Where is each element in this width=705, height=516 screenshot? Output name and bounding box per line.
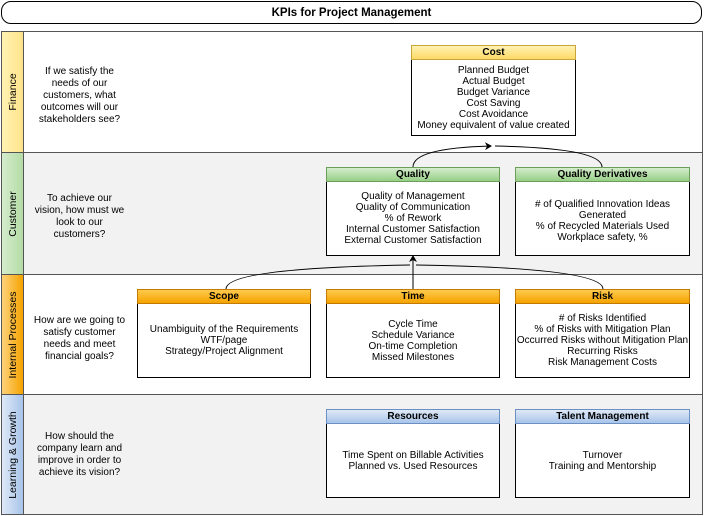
kpi-item: Cost Saving xyxy=(466,97,521,109)
kpi-item: External Customer Satisfaction xyxy=(344,235,482,246)
kpi-item: WTF/page xyxy=(200,335,248,346)
box-risk-items: # of Risks Identified % of Risks with Mi… xyxy=(516,304,689,377)
kpi-item: Risk Management Costs xyxy=(548,357,657,368)
kpi-item: Planned Budget xyxy=(457,64,530,76)
kpi-item: # of Qualified Innovation Ideas Generate… xyxy=(534,199,671,221)
box-talent-management: Talent Management Turnover Training and … xyxy=(515,409,690,498)
kpi-item: % of Recycled Materials Used xyxy=(535,221,670,232)
box-resources: Resources Time Spent on Billable Activit… xyxy=(326,409,500,498)
box-scope: Scope Unambiguity of the Requirements WT… xyxy=(137,289,311,378)
box-time-title: Time xyxy=(326,289,500,304)
kpi-item: # of Risks Identified xyxy=(558,313,647,324)
box-cost: Cost Planned Budget Actual Budget Budget… xyxy=(411,45,576,136)
kpi-item: Quality of Communication xyxy=(355,202,471,213)
box-quality-derivatives-title: Quality Derivatives xyxy=(515,167,690,182)
lane-question-internal-processes: How are we going to satisfy customer nee… xyxy=(33,315,126,362)
box-quality: Quality Quality of Management Quality of… xyxy=(326,167,500,256)
diagram-title: KPIs for Project Management xyxy=(1,1,702,24)
lane-question-finance: If we satisfy the needs of our customers… xyxy=(38,66,121,125)
kpi-item: Actual Budget xyxy=(462,75,525,87)
kpi-item: Workplace safety, % xyxy=(557,232,648,243)
box-cost-items: Planned Budget Actual Budget Budget Vari… xyxy=(412,60,575,135)
kpi-item: % of Rework xyxy=(384,213,442,224)
kpi-item: Budget Variance xyxy=(456,86,531,98)
kpi-item: Quality of Management xyxy=(361,191,465,202)
box-quality-items: Quality of Management Quality of Communi… xyxy=(327,182,499,255)
kpi-item: Unambiguity of the Requirements xyxy=(149,324,299,335)
box-scope-items: Unambiguity of the Requirements WTF/page… xyxy=(138,304,310,377)
kpi-item: Missed Milestones xyxy=(371,351,455,363)
kpi-item: Strategy/Project Alignment xyxy=(165,346,283,357)
kpi-item: % of Risks with Mitigation Plan xyxy=(534,324,671,335)
lane-question-learning-growth: How should the company learn and improve… xyxy=(36,431,123,478)
lane-finance: Finance If we satisfy the needs of our c… xyxy=(2,32,702,152)
lane-question-customer: To achieve our vision, how must we look … xyxy=(34,193,125,240)
box-time: Time Cycle Time Schedule Variance On-tim… xyxy=(326,289,500,378)
kpi-item: Money equivalent of value created xyxy=(417,119,570,131)
box-resources-title: Resources xyxy=(326,409,500,424)
box-time-items: Cycle Time Schedule Variance On-time Com… xyxy=(327,304,499,377)
kpi-item: Planned vs. Used Resources xyxy=(348,460,478,472)
box-risk: Risk # of Risks Identified % of Risks wi… xyxy=(515,289,690,378)
kpi-item: Cost Avoidance xyxy=(458,108,529,120)
kpi-item: On-time Completion xyxy=(368,340,458,352)
lane-label-customer: Customer xyxy=(2,153,24,274)
box-quality-derivatives-items: # of Qualified Innovation Ideas Generate… xyxy=(516,182,689,255)
lane-label-internal-processes: Internal Processes xyxy=(2,275,24,394)
box-cost-title: Cost xyxy=(411,45,576,60)
box-quality-title: Quality xyxy=(326,167,500,182)
kpi-item: Turnover xyxy=(582,449,623,461)
box-talent-management-items: Turnover Training and Mentorship xyxy=(516,424,689,497)
kpi-item: Training and Mentorship xyxy=(548,460,657,472)
box-resources-items: Time Spent on Billable Activities Planne… xyxy=(327,424,499,497)
lane-label-learning-growth: Learning & Growth xyxy=(2,395,24,514)
kpi-item: Schedule Variance xyxy=(371,329,455,341)
lane-label-finance: Finance xyxy=(2,32,24,152)
kpi-item: Occurred Risks without Mitigation Plan xyxy=(516,335,689,346)
kpi-item: Cycle Time xyxy=(388,318,438,330)
kpi-item: Time Spent on Billable Activities xyxy=(342,449,484,461)
kpi-item: Internal Customer Satisfaction xyxy=(346,224,480,235)
box-quality-derivatives: Quality Derivatives # of Qualified Innov… xyxy=(515,167,690,256)
kpi-item: Recurring Risks xyxy=(567,346,638,357)
box-risk-title: Risk xyxy=(515,289,690,304)
box-talent-management-title: Talent Management xyxy=(515,409,690,424)
box-scope-title: Scope xyxy=(137,289,311,304)
